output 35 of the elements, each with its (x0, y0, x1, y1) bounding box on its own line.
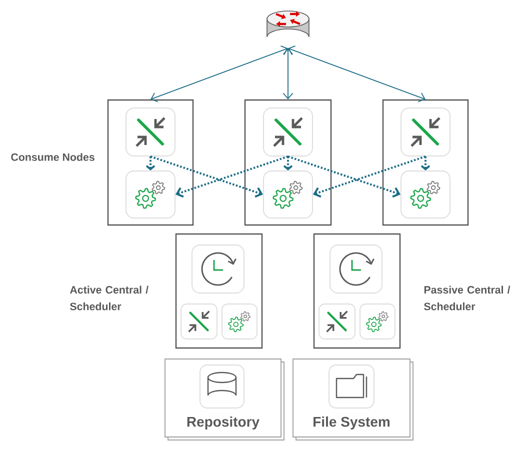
connector-arrow (288, 156, 401, 198)
node-box (313, 233, 401, 349)
connector-arrow (288, 46, 426, 102)
node-box (175, 233, 263, 349)
icon-tile (400, 170, 450, 218)
group-label: Consume Nodes (11, 153, 94, 161)
storage-box: Repository (164, 358, 284, 440)
icon-tile (263, 108, 313, 156)
node-box (244, 99, 332, 226)
connector-arrow (420, 156, 430, 171)
node-box (107, 99, 194, 226)
scheduler-label: Active Central / Scheduler (70, 286, 148, 310)
icon-tile (192, 244, 244, 294)
icon-tile (263, 170, 313, 218)
icon-tile (330, 244, 382, 294)
icon-tile (200, 364, 244, 408)
node-box (382, 99, 469, 226)
icon-tile (222, 304, 258, 340)
scheduler-label: Passive Central / Scheduler (424, 286, 510, 310)
icon-tile (328, 364, 374, 408)
icon-tile (126, 170, 176, 218)
icon-tile (400, 108, 450, 156)
connector-arrow (146, 156, 156, 171)
connector-arrow (150, 46, 288, 102)
icon-tile (180, 304, 218, 340)
connector-arrow (283, 156, 293, 171)
connector-arrow (282, 48, 294, 100)
storage-box: File System (292, 358, 414, 440)
icon-tile (360, 304, 396, 340)
router-icon (266, 10, 310, 38)
connector-arrow (175, 156, 288, 198)
icon-tile (318, 304, 356, 340)
icon-tile (126, 108, 176, 156)
connector-arrow (312, 156, 426, 198)
connector-arrow (150, 156, 264, 198)
